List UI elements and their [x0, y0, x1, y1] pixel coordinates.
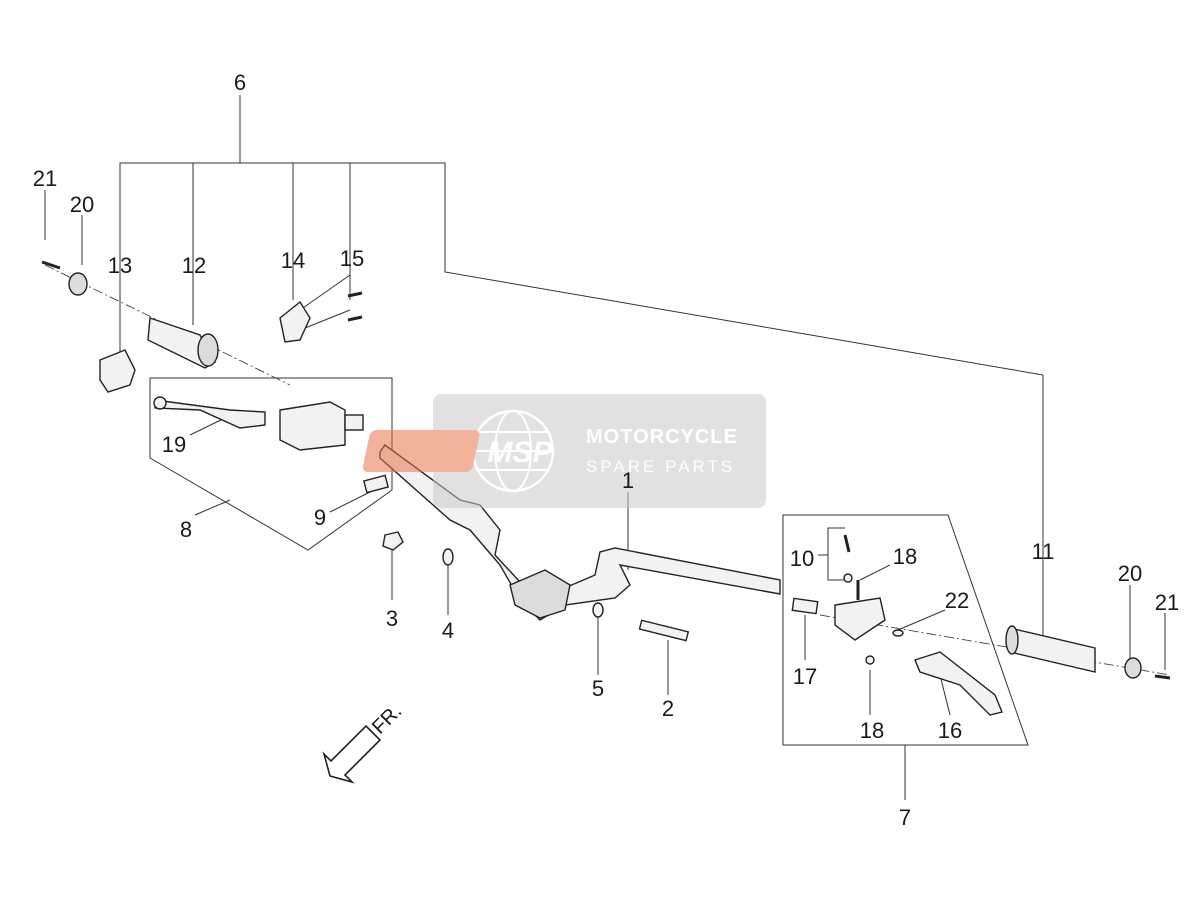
front-direction-arrow: FR.: [322, 700, 406, 784]
callout-19: 19: [162, 432, 186, 457]
screws-15: [347, 291, 363, 322]
washer-18-bottom: [865, 655, 875, 665]
callout-3: 3: [386, 606, 398, 631]
callout-12: 12: [182, 253, 206, 278]
lever-19: [153, 396, 266, 429]
screws-10: [843, 534, 853, 583]
callout-20-left: 20: [70, 192, 94, 217]
callout-5: 5: [592, 676, 604, 701]
watermark: MSP MOTORCYCLE SPARE PARTS: [362, 394, 766, 508]
callout-18-bottom: 18: [860, 718, 884, 743]
callout-14: 14: [281, 248, 305, 273]
screw-21-left: [41, 260, 61, 270]
lever-16: [914, 651, 1003, 716]
clip-22: [892, 629, 904, 637]
callout-7: 7: [899, 805, 911, 830]
grip-left-12: [147, 317, 219, 369]
callout-labels: 6 21 20 13 12 14 15 19 8 9 3 4 1 5 2 10 …: [33, 70, 1179, 830]
washer-5: [592, 602, 604, 618]
callout-21-left: 21: [33, 166, 57, 191]
callout-16: 16: [938, 718, 962, 743]
counterweight-20-right: [1124, 657, 1142, 679]
counterweight-20-left: [68, 272, 88, 296]
watermark-logo-text: MSP: [487, 436, 553, 469]
callout-6: 6: [234, 70, 246, 95]
switch-9: [362, 474, 390, 494]
clamp-14: [279, 300, 311, 343]
callout-21-right: 21: [1155, 590, 1179, 615]
handlebar-tube: [379, 444, 781, 621]
screw-21-right: [1154, 674, 1171, 680]
callout-22: 22: [945, 588, 969, 613]
watermark-line1: MOTORCYCLE: [586, 426, 738, 448]
switch-17: [791, 597, 819, 615]
bolt-2: [638, 619, 690, 642]
bracket-13: [99, 349, 136, 393]
watermark-line2: SPARE PARTS: [586, 457, 735, 476]
lever-bracket-assembly: [834, 597, 886, 641]
master-cylinder: [279, 401, 364, 451]
callout-20-right: 20: [1118, 561, 1142, 586]
callout-10: 10: [790, 546, 814, 571]
left-brake-assembly-frame: [149, 377, 393, 551]
callout-1: 1: [622, 468, 634, 493]
right-lever-assembly-frame: [782, 514, 1029, 746]
callout-18-top: 18: [893, 544, 917, 569]
nut-3: [382, 531, 404, 551]
callout-17: 17: [793, 664, 817, 689]
washer-4: [442, 548, 454, 566]
grip-right-11: [1005, 625, 1096, 673]
callout-15: 15: [340, 246, 364, 271]
callout-13: 13: [108, 253, 132, 278]
callout-2: 2: [662, 696, 674, 721]
callout-8: 8: [180, 517, 192, 542]
callout-4: 4: [442, 618, 454, 643]
leader-lines: [44, 95, 1166, 800]
callout-11: 11: [1032, 539, 1055, 564]
callout-9: 9: [314, 505, 326, 530]
